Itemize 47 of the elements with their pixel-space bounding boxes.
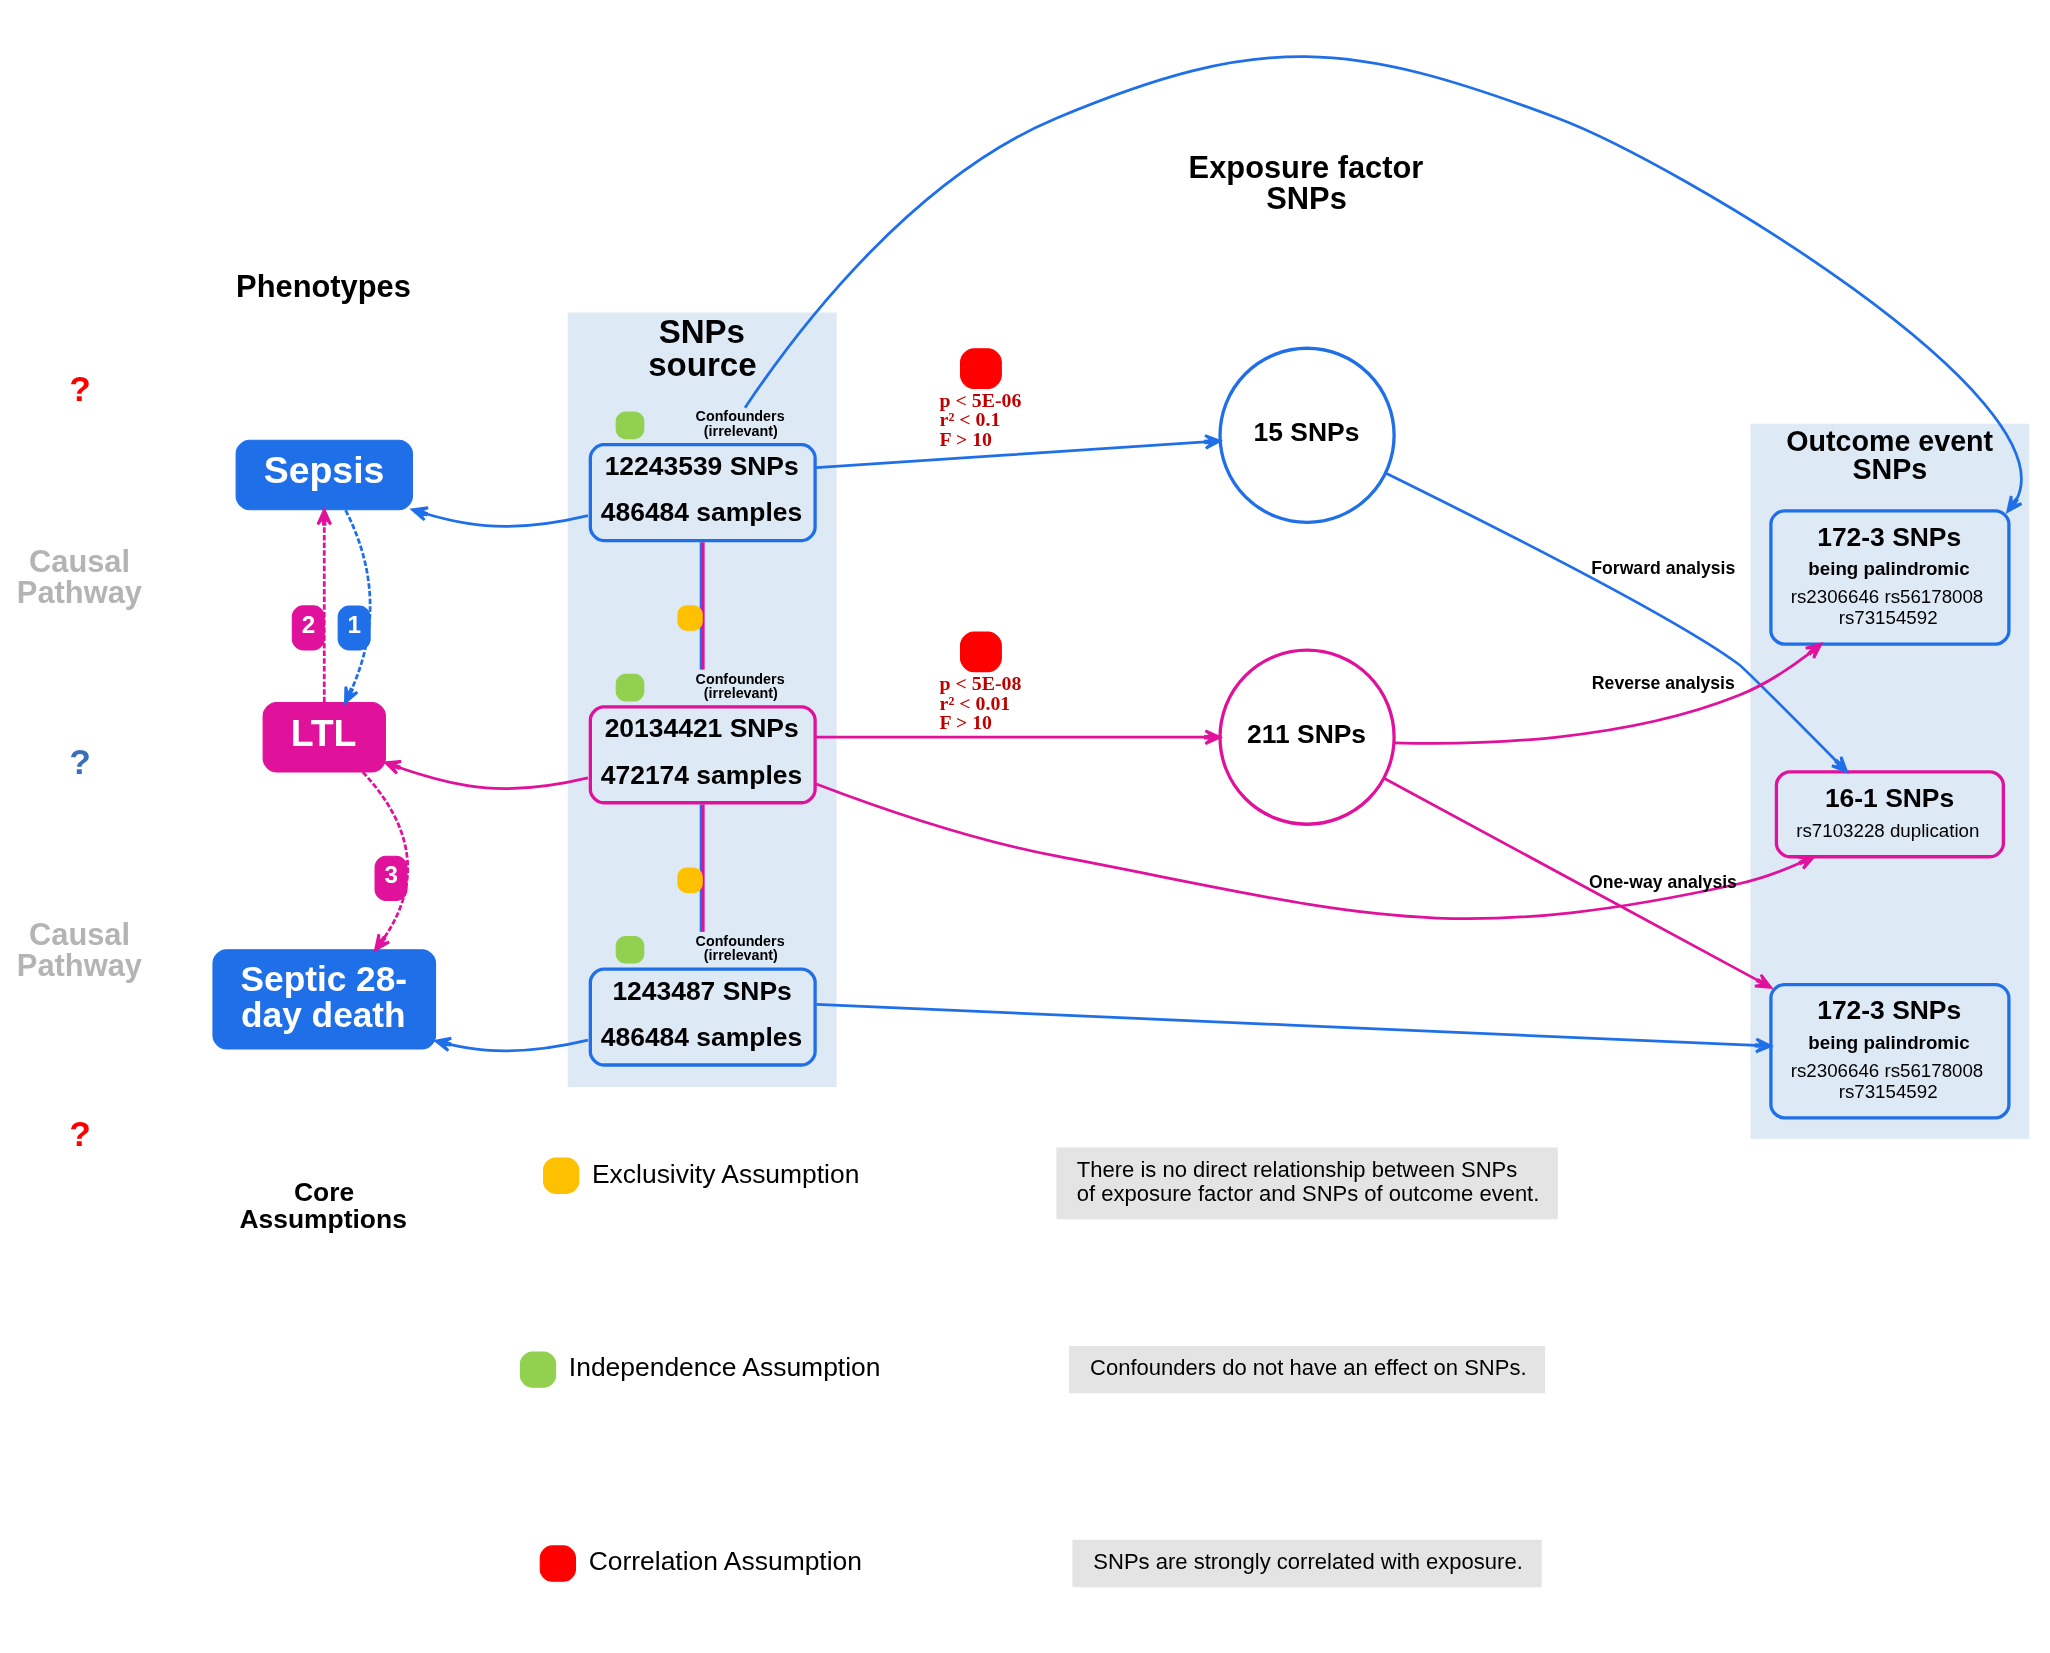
node-label: Confounders (irrelevant) [695, 408, 785, 439]
node-circle: 15 SNPs [1218, 346, 1396, 524]
arrow [816, 434, 1222, 469]
node-label: Confounders (irrelevant) [695, 670, 785, 701]
node-box: LTL [262, 701, 386, 773]
legend-label: Exclusivity Assumption [592, 1158, 860, 1189]
label: ? [69, 741, 91, 781]
edge-label: Forward analysis [1591, 557, 1736, 578]
arrow [411, 506, 589, 528]
edge-label: 1 [347, 611, 362, 639]
label: ? [69, 1114, 91, 1154]
edge-label: 2 [301, 611, 316, 639]
edge-label: p < 5E-06 r² < 0.1 F > 10 [939, 388, 1022, 451]
node-box: Sepsis [235, 439, 413, 511]
arrow [1384, 471, 1848, 773]
edge-label: 3 [384, 861, 398, 889]
arrow [384, 759, 589, 790]
arrow [316, 508, 333, 703]
node-box: 172-3 SNPs being palindromic rs2306646 rs56178008 rs73154592 [1769, 509, 2011, 646]
node-box: SNPs are strongly correlated with exposure. [1072, 1539, 1542, 1588]
edge-label: One-way analysis [1589, 871, 1737, 892]
edge-label: p < 5E-08 r² < 0.01 F > 10 [939, 671, 1022, 734]
arrow [815, 782, 1816, 920]
node-box: Septic 28-day death [212, 949, 437, 1050]
node-circle: 211 SNPs [1218, 648, 1396, 826]
label: ? [69, 369, 91, 409]
arrow [1394, 642, 1823, 745]
node-box: 16-1 SNPs rs7103228 duplication [1774, 770, 2006, 859]
node-box: 172-3 SNPs being palindromic rs2306646 rs56178008 rs73154592 [1769, 982, 2011, 1120]
label: Phenotypes [236, 269, 411, 305]
arrow [816, 729, 1222, 746]
node-box: There is no direct relationship between SNPs of exposure factor and SNPs of outcome event. [1056, 1147, 1558, 1220]
connector [699, 542, 705, 670]
label: Core Assumptions [239, 1177, 407, 1234]
legend-label: Independence Assumption [568, 1352, 881, 1383]
legend-label: Correlation Assumption [588, 1546, 863, 1577]
connector [699, 804, 705, 932]
arrow [1383, 777, 1772, 989]
arrow [344, 509, 372, 704]
arrow [434, 1036, 589, 1053]
arrow [816, 1003, 1772, 1054]
label: Causal Pathway [16, 916, 142, 983]
node-box: Confounders do not have an effect on SNPs. [1069, 1345, 1546, 1394]
arrow [743, 55, 2023, 513]
label: Exposure factor SNPs [1188, 149, 1424, 216]
label: Causal Pathway [16, 544, 142, 611]
edge-label: Reverse analysis [1591, 672, 1735, 693]
